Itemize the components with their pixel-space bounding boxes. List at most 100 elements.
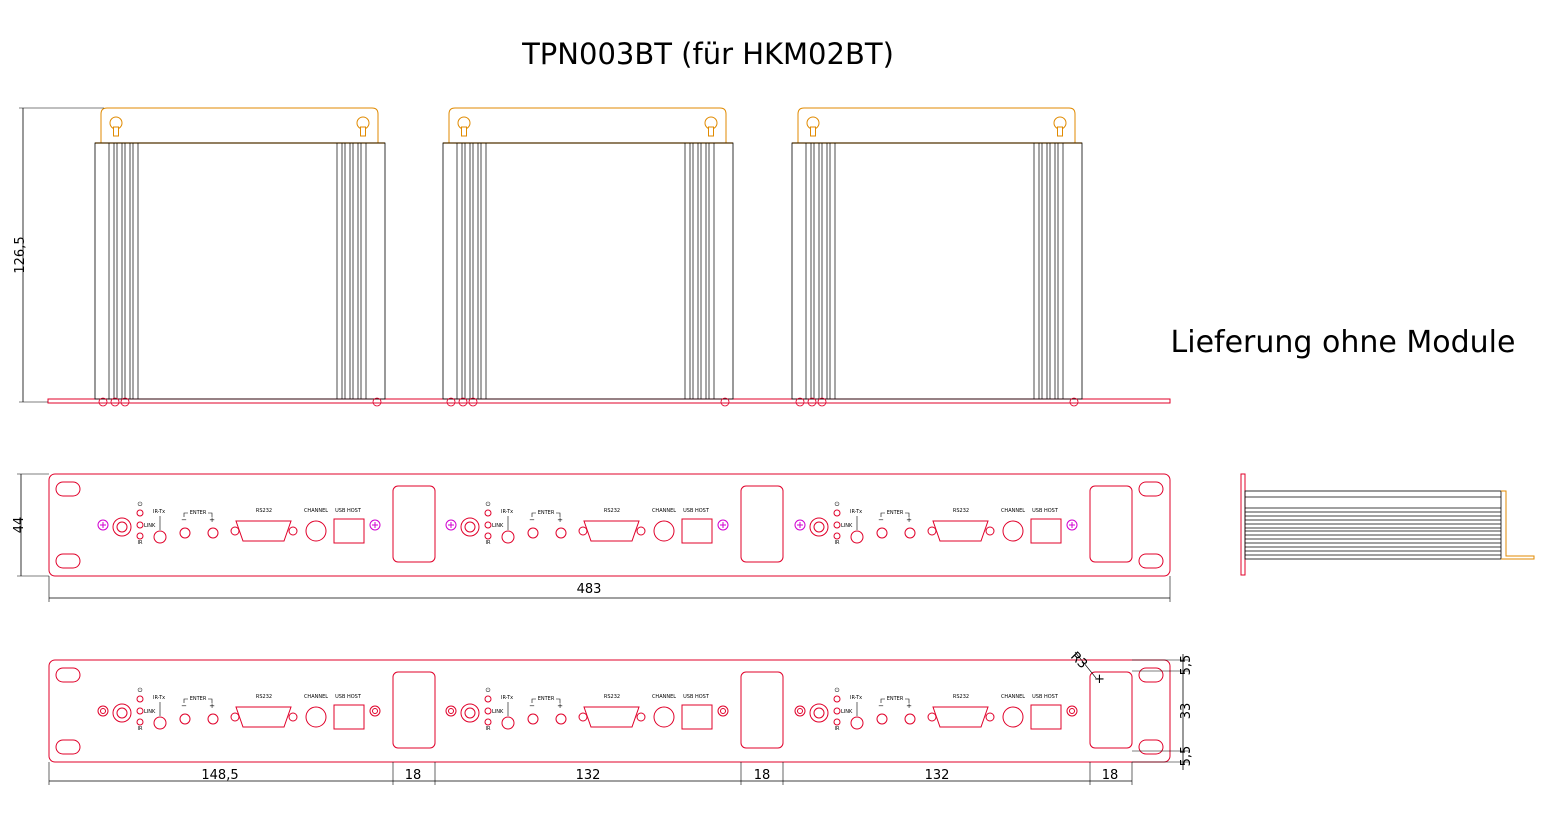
channel-knob [1002,706,1024,728]
rs232-screw-right [288,526,298,536]
side-view [1240,473,1535,576]
rs232-screw-right [985,712,995,722]
irtx-label: IR-Tx [501,695,513,701]
radius-leader [1074,651,1097,679]
led-indicator [136,707,144,715]
irtx-port [501,530,515,544]
top-view: 126,5 [13,107,1171,407]
segment-cut-label-2: 18 [754,768,771,783]
power-icon: ⏻ [486,501,491,508]
keyhole-slot [1057,126,1063,137]
screw-icon [445,519,457,531]
segment-cut-label-1: 18 [405,768,422,783]
mount-hole-inner [448,708,454,714]
link-label: LINK [492,709,504,715]
base-mount-circle [372,397,382,407]
module-cutout [740,671,784,749]
channel-label: CHANNEL [304,508,328,514]
keyhole-icon [109,116,123,137]
mount-hole-inner [720,708,726,714]
irtx-port [850,716,864,730]
module-housing-3 [791,107,1083,407]
ir-label: IR [486,540,491,546]
rs232-screw-left [578,712,588,722]
rs232-screw-right [985,526,995,536]
base-mount-circle [110,397,120,407]
mounting-slot [55,667,81,683]
channel-label: CHANNEL [1001,694,1025,700]
rs232-connector [583,520,640,542]
plus-button [904,527,916,539]
mounting-slot [55,481,81,497]
rs232-connector [583,706,640,728]
link-label: LINK [144,523,156,529]
plus-label: + [557,702,563,710]
power-connector-inner [813,707,825,719]
front-panel-2 [48,659,1171,763]
delivery-note: Lieferung ohne Module [1171,325,1516,360]
channel-label: CHANNEL [1001,508,1025,514]
housing-body [791,142,1083,400]
channel-knob [653,706,675,728]
housing-body [94,142,386,400]
mount-hole [369,705,381,717]
power-icon: ⏻ [138,687,143,694]
power-connector-outer [809,703,829,723]
base-mount-circle [807,397,817,407]
base-mount-circle [458,397,468,407]
power-connector-outer [809,517,829,537]
power-connector-outer [112,703,132,723]
minus-button [876,527,888,539]
rs232-screw-left [230,526,240,536]
enter-label: ENTER [887,510,904,516]
enter-bracket [531,698,561,703]
enter-label: ENTER [190,510,207,516]
power-connector-inner [116,521,128,533]
power-connector-outer [460,517,480,537]
segment-cut-label-3: 18 [1102,768,1119,783]
ir-label: IR [138,540,143,546]
module-cutout [392,485,436,563]
screw-cross [448,522,454,528]
mounting-slot [55,553,81,569]
plus-label: + [906,702,912,710]
radius-label: R3 [1067,649,1090,672]
channel-knob [305,706,327,728]
side-bracket [1501,490,1535,560]
usb-host-label: USB HOST [683,694,710,700]
led-indicator [484,521,492,529]
minus-button [179,527,191,539]
led-indicator [833,521,841,529]
usb-host-label: USB HOST [1032,508,1059,514]
rs232-screw-left [927,526,937,536]
led-indicator [833,707,841,715]
irtx-label: IR-Tx [153,509,165,515]
link-label: LINK [841,523,853,529]
radius-center-mark: + [1094,672,1105,687]
keyhole-slot [113,126,119,137]
rs232-connector [235,520,292,542]
usb-host-label: USB HOST [1032,694,1059,700]
mount-hole [445,705,457,717]
enter-bracket [531,512,561,517]
minus-label: − [878,516,884,524]
base-mount-circle [795,397,805,407]
cut-height-label: 33 [1179,703,1194,720]
link-label: LINK [144,709,156,715]
module-cutout [392,671,436,749]
channel-knob [653,520,675,542]
module-housings [94,107,1083,407]
irtx-port [153,716,167,730]
led-indicator [833,532,841,540]
base-mount-circle [817,397,827,407]
power-connector-inner [813,521,825,533]
cooling-fins [805,143,1064,399]
usb-host-port [1030,518,1062,544]
enter-bracket [880,512,910,517]
screw-icon [717,519,729,531]
minus-button [179,713,191,725]
led-indicator [484,532,492,540]
led-indicator [833,509,841,517]
